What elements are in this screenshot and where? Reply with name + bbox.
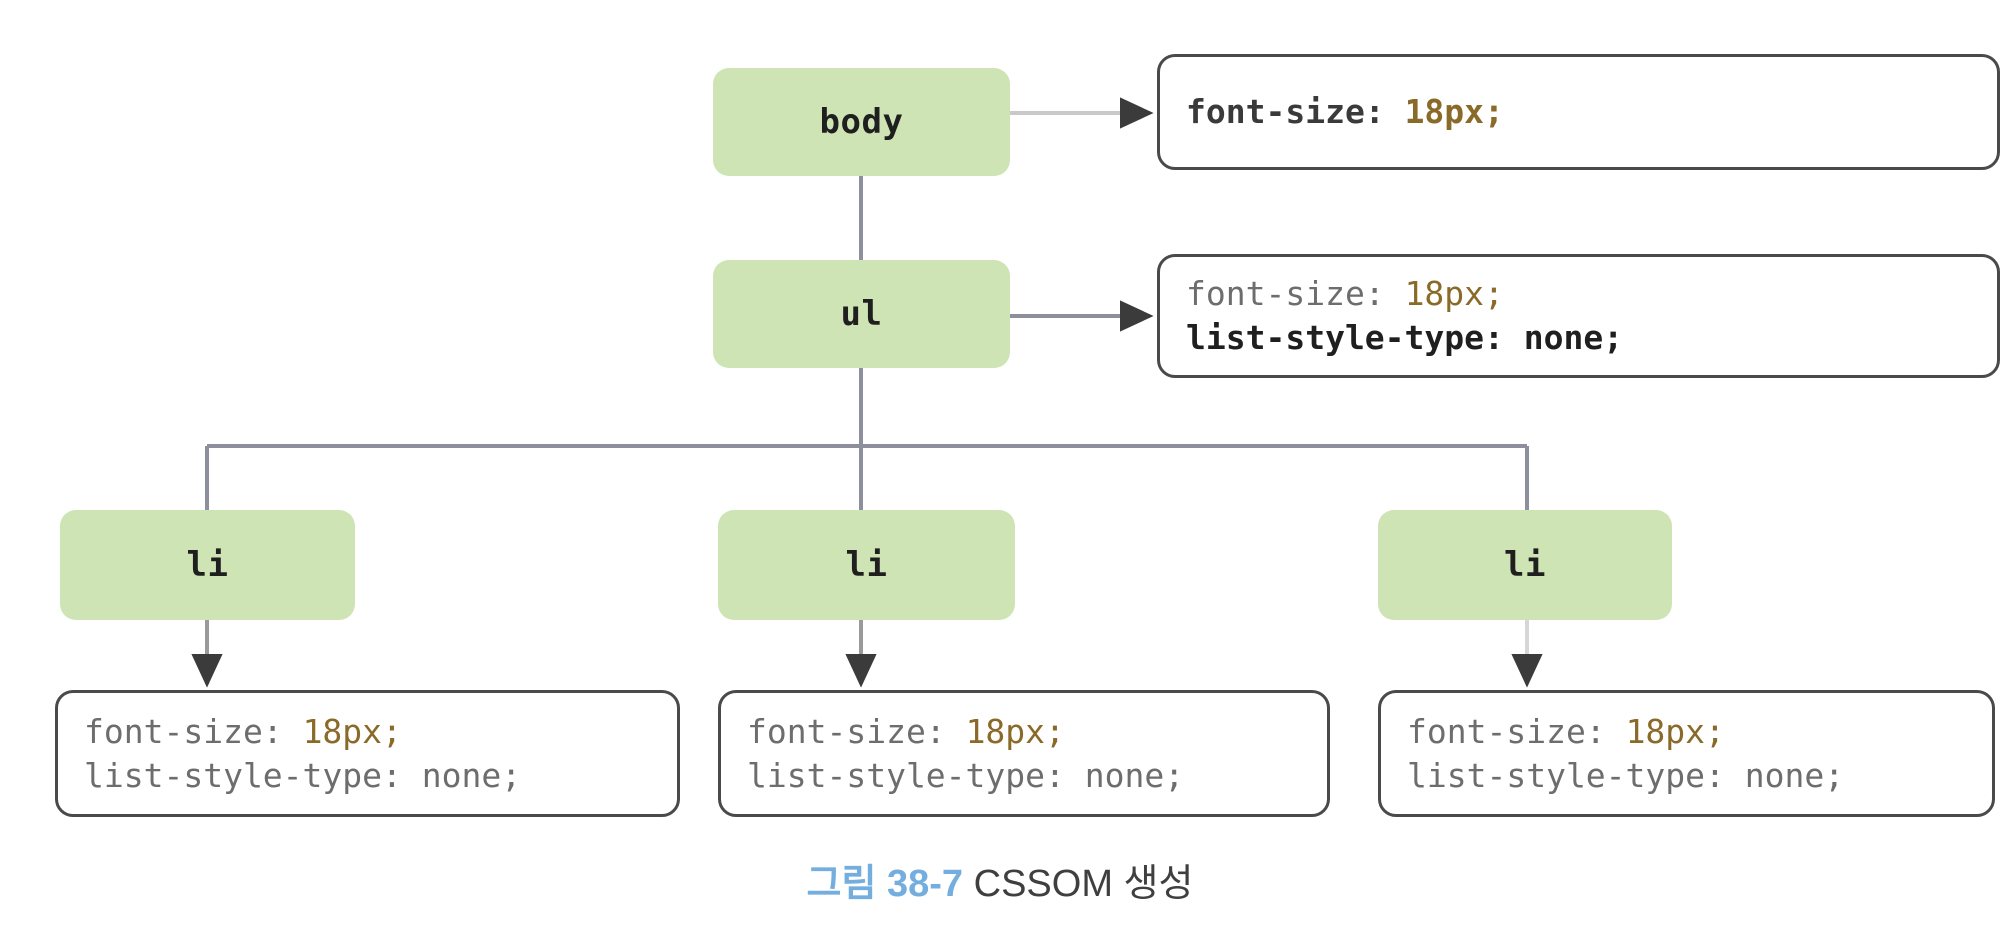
- node-body[interactable]: body: [713, 68, 1010, 176]
- css-property: font-size:: [1407, 711, 1606, 751]
- declaration-box-li-3: font-size: 18px; list-style-type: none;: [1378, 690, 1995, 817]
- css-value: 18px;: [1404, 274, 1504, 314]
- node-li-1[interactable]: li: [60, 510, 355, 620]
- css-property: font-size:: [1186, 92, 1385, 132]
- css-value: 18px;: [965, 711, 1065, 751]
- declaration-box-ul: font-size: 18px; list-style-type: none;: [1157, 254, 2000, 378]
- css-value: none;: [1744, 755, 1845, 795]
- css-property: list-style-type:: [747, 755, 1065, 795]
- declaration-box-li-2: font-size: 18px; list-style-type: none;: [718, 690, 1330, 817]
- css-property: list-style-type:: [1186, 318, 1504, 357]
- css-value: 18px;: [302, 711, 402, 751]
- css-property: list-style-type:: [84, 755, 402, 795]
- declaration-box-li-1: font-size: 18px; list-style-type: none;: [55, 690, 680, 817]
- css-property: list-style-type:: [1407, 755, 1725, 795]
- css-property: font-size:: [1186, 274, 1385, 314]
- node-li-2-label: li: [845, 545, 888, 585]
- declaration-line: font-size: 18px;: [84, 710, 651, 754]
- declaration-line: list-style-type: none;: [1186, 316, 1971, 360]
- css-property: font-size:: [747, 711, 946, 751]
- css-value: 18px;: [1625, 711, 1725, 751]
- css-value: none;: [1084, 755, 1185, 795]
- node-li-1-label: li: [186, 545, 229, 585]
- css-property: font-size:: [84, 711, 283, 751]
- css-value: none;: [1523, 318, 1624, 357]
- figure-caption: 그림 38-7 CSSOM 생성: [0, 862, 2000, 908]
- figure-caption-number: 그림 38-7: [806, 863, 964, 905]
- declaration-line: font-size: 18px;: [1186, 272, 1971, 316]
- node-ul-label: ul: [840, 294, 883, 334]
- css-value: 18px;: [1404, 92, 1504, 132]
- node-li-3[interactable]: li: [1378, 510, 1672, 620]
- node-body-label: body: [819, 102, 904, 142]
- figure-caption-text: CSSOM 생성: [973, 863, 1194, 905]
- node-li-3-label: li: [1504, 545, 1546, 585]
- declaration-line: list-style-type: none;: [747, 754, 1301, 798]
- declaration-line: font-size: 18px;: [1186, 90, 1971, 134]
- declaration-line: list-style-type: none;: [1407, 754, 1966, 798]
- declaration-line: list-style-type: none;: [84, 754, 651, 798]
- css-value: none;: [421, 755, 522, 795]
- declaration-line: font-size: 18px;: [747, 710, 1301, 754]
- node-li-2[interactable]: li: [718, 510, 1015, 620]
- declaration-line: font-size: 18px;: [1407, 710, 1966, 754]
- declaration-box-body: font-size: 18px;: [1157, 54, 2000, 170]
- node-ul[interactable]: ul: [713, 260, 1010, 368]
